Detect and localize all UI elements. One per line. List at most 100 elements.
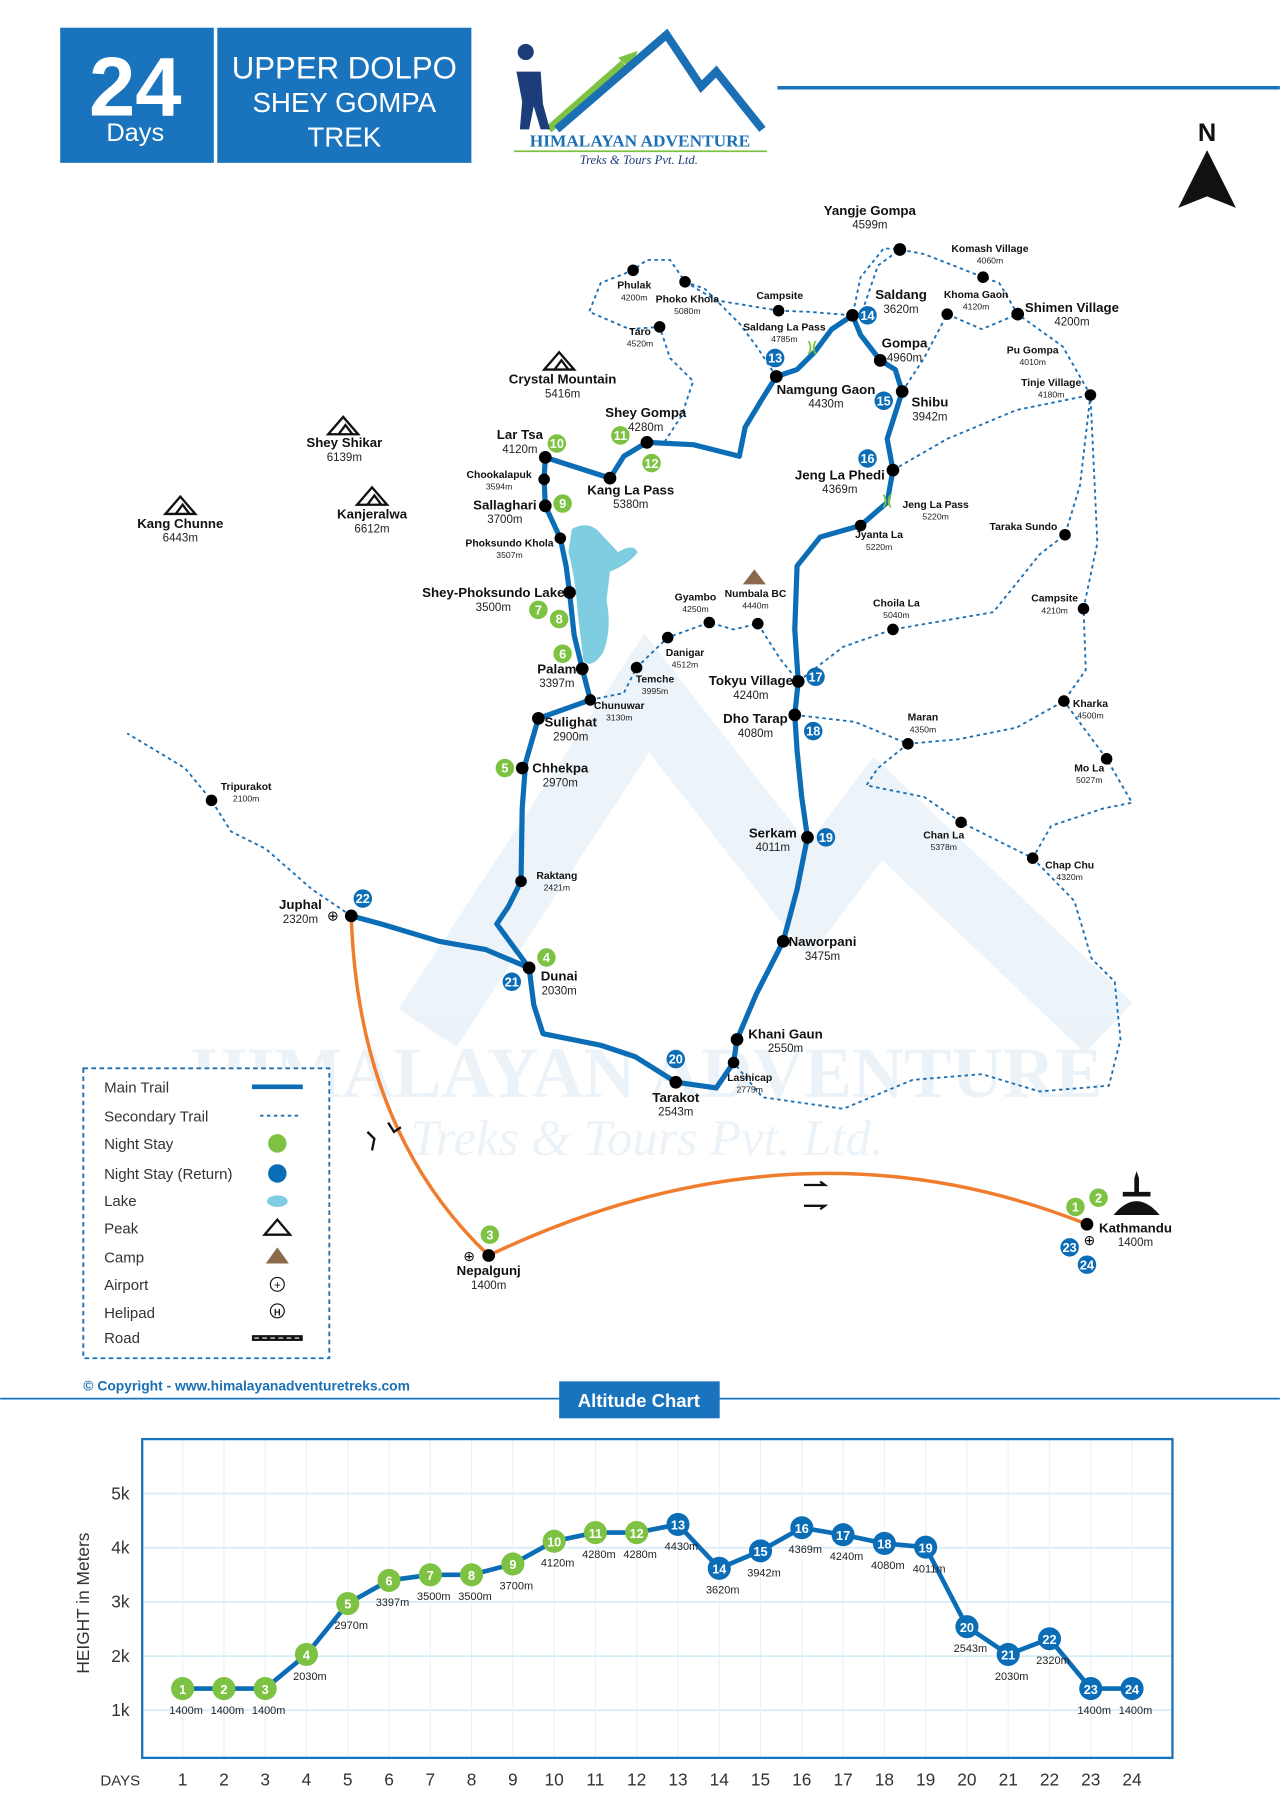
data-label: 1400m [169,1705,203,1717]
peak-altitude: 5416m [545,388,580,400]
svg-text:23: 23 [1063,1241,1077,1255]
place-marker-icon [887,623,899,636]
place-altitude: 2550m [768,1043,803,1055]
phoksundo-lake [568,525,638,664]
place-marker-icon [977,271,989,283]
place-altitude: 4785m [771,334,797,344]
secondary-trail [684,281,779,312]
pass-icon: )( [807,338,817,354]
data-label: 3700m [500,1580,534,1592]
svg-text:3: 3 [486,1228,493,1242]
data-point-marker [831,1523,855,1547]
place-altitude: 1400m [1118,1237,1153,1249]
place-altitude: 3620m [883,304,918,316]
place-marker-icon [1077,602,1090,615]
data-point-marker [914,1535,938,1559]
place-name: Tarakot [652,1090,700,1105]
place-marker-icon [563,586,576,599]
place-altitude: 2775m [736,1085,762,1095]
place-marker-icon [1084,389,1097,401]
data-point-marker [171,1677,195,1701]
data-label: 3500m [458,1591,492,1603]
data-label: 3397m [376,1597,410,1609]
svg-text:11: 11 [614,429,627,443]
place-altitude: 4280m [628,422,663,434]
peak-altitude: 6612m [354,523,389,535]
peak-icon [354,485,390,506]
svg-text:9: 9 [559,497,566,511]
place-name: Namgung Gaon [777,382,876,397]
svg-text:10: 10 [550,437,564,451]
data-label: 2030m [293,1671,327,1683]
day-badge-13: 13 [765,348,785,368]
title-line-3: TREK [307,122,381,153]
legend-secondary-trail: Secondary Trail [104,1108,208,1125]
place-name: Phoko Khola [656,295,720,306]
svg-text:2: 2 [1095,1191,1102,1205]
place-name: Lashicap [727,1073,772,1084]
data-label: 1400m [1119,1705,1153,1717]
x-tick-label: 8 [467,1770,477,1790]
place-marker-icon [669,1075,683,1089]
place-altitude: 5380m [613,499,648,511]
day-badge-1: 1 [1066,1197,1085,1217]
day-badge-19: 19 [816,828,836,847]
place-marker-icon [730,1033,744,1046]
place-marker-icon [895,385,909,398]
x-tick-label: 11 [586,1770,604,1790]
place-altitude: 4320m [1056,872,1082,882]
x-tick-label: 10 [545,1770,564,1790]
data-label: 1400m [211,1705,245,1717]
x-tick-label: 3 [260,1770,270,1790]
place-altitude: 3397m [539,678,574,690]
place-marker-icon [584,694,597,706]
x-tick-label: 6 [384,1770,394,1790]
place-marker-icon [893,243,907,256]
day-badge-16: 16 [858,449,877,468]
data-point-day: 10 [547,1535,561,1549]
day-badge-17: 17 [806,667,825,687]
place-altitude: 3475m [805,951,840,963]
place-name: Chookalapuk [467,470,532,481]
y-tick-label: 5k [111,1483,130,1503]
peak-icon [541,350,577,371]
data-label: 2970m [334,1620,368,1632]
secondary-trails [126,247,1134,1110]
place-name: Jyanta La [855,530,903,541]
data-point-day: 15 [753,1545,767,1559]
place-name: Danigar [666,648,705,659]
svg-text:5: 5 [501,762,508,776]
place-name: Dunai [541,969,578,984]
place-altitude: 4120m [502,444,537,456]
place-altitude: 4200m [621,292,647,302]
day-badge-4: 4 [537,948,556,967]
place-name: Choila La [873,598,920,609]
place-marker-icon [532,712,545,725]
data-point-day: 3 [262,1683,269,1697]
x-tick-label: 2 [219,1770,229,1790]
data-point-marker [460,1563,484,1587]
place-altitude: 3700m [487,514,522,526]
secondary-trail [778,247,900,317]
place-altitude: 4350m [910,724,936,734]
data-point-day-6: 6 3397m [376,1568,410,1609]
place-altitude: 4430m [808,399,843,411]
airport-icon [269,1276,285,1292]
data-point-day: 6 [385,1575,392,1589]
place-marker-icon [538,473,550,486]
peak-icon [162,494,198,516]
